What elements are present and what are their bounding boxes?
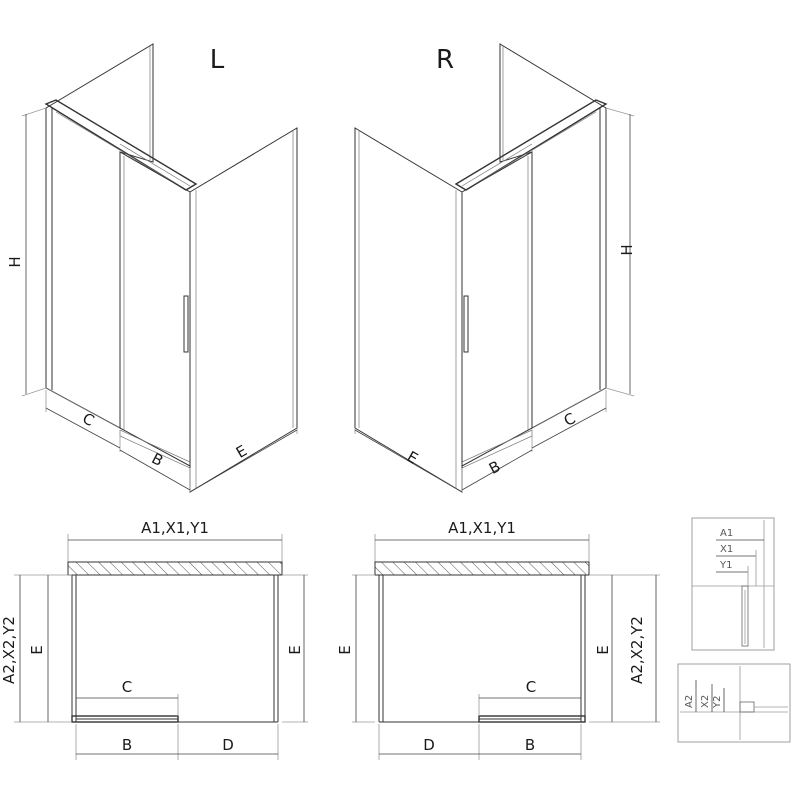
side-panel-right — [354, 127, 463, 493]
detail-bottom: A2 X2 Y2 — [677, 663, 791, 743]
plan-top-dim-right: A1,X1,Y1 — [448, 519, 516, 537]
plan-e-right-2: E — [594, 645, 612, 654]
top-rail-right — [454, 99, 608, 191]
isometric-view-left: L H C B — [6, 43, 298, 493]
dim-h-right: H — [618, 244, 636, 255]
plan-d-right: D — [423, 736, 435, 754]
back-panel-right — [499, 43, 607, 429]
sliding-door-right — [461, 151, 533, 467]
plan-b-left: B — [122, 736, 132, 754]
plan-c-right: C — [526, 678, 536, 696]
plan-view-right: A1,X1,Y1 E E A2,X2,Y2 C D B — [336, 519, 660, 760]
detail-top-x: X1 — [720, 544, 733, 555]
detail-bottom-y: Y2 — [712, 696, 723, 709]
plan-d-left: D — [222, 736, 234, 754]
isometric-view-right: R H C B — [354, 43, 636, 493]
door-handle-left — [183, 295, 189, 353]
plan-view-left: A1,X1,Y1 A2,X2,Y2 E E C B — [0, 519, 308, 760]
detail-bottom-x: X2 — [700, 695, 711, 708]
dim-c-left: C — [79, 409, 97, 430]
view-label-left: L — [210, 45, 225, 75]
plan-side-a-left: A2,X2,Y2 — [0, 616, 18, 684]
detail-bottom-frame — [677, 663, 791, 743]
plan-side-a-right: A2,X2,Y2 — [628, 616, 646, 684]
view-label-right: R — [436, 45, 454, 75]
detail-top: A1 X1 Y1 — [691, 517, 775, 651]
wall-hatch-left — [67, 561, 283, 576]
wall-hatch-right — [374, 561, 590, 576]
top-rail-left — [44, 99, 198, 191]
dim-c-right: C — [561, 409, 579, 430]
plan-e-left-1: E — [28, 645, 46, 654]
detail-top-y: Y1 — [719, 560, 732, 571]
dim-e-right: E — [404, 448, 421, 468]
plan-c-left: C — [122, 678, 132, 696]
plan-b-right: B — [525, 736, 535, 754]
plan-top-dim-left: A1,X1,Y1 — [141, 519, 209, 537]
back-panel-left — [45, 43, 154, 429]
detail-top-a: A1 — [720, 528, 733, 539]
side-panel-left — [189, 127, 298, 493]
plan-e-left-2: E — [286, 645, 304, 654]
door-handle-right — [463, 295, 469, 353]
sliding-door-left — [119, 151, 191, 467]
dim-b-left: B — [149, 449, 167, 470]
detail-bottom-a: A2 — [684, 695, 695, 708]
dim-h-left: H — [6, 256, 24, 267]
plan-e-right-1: E — [336, 645, 354, 654]
